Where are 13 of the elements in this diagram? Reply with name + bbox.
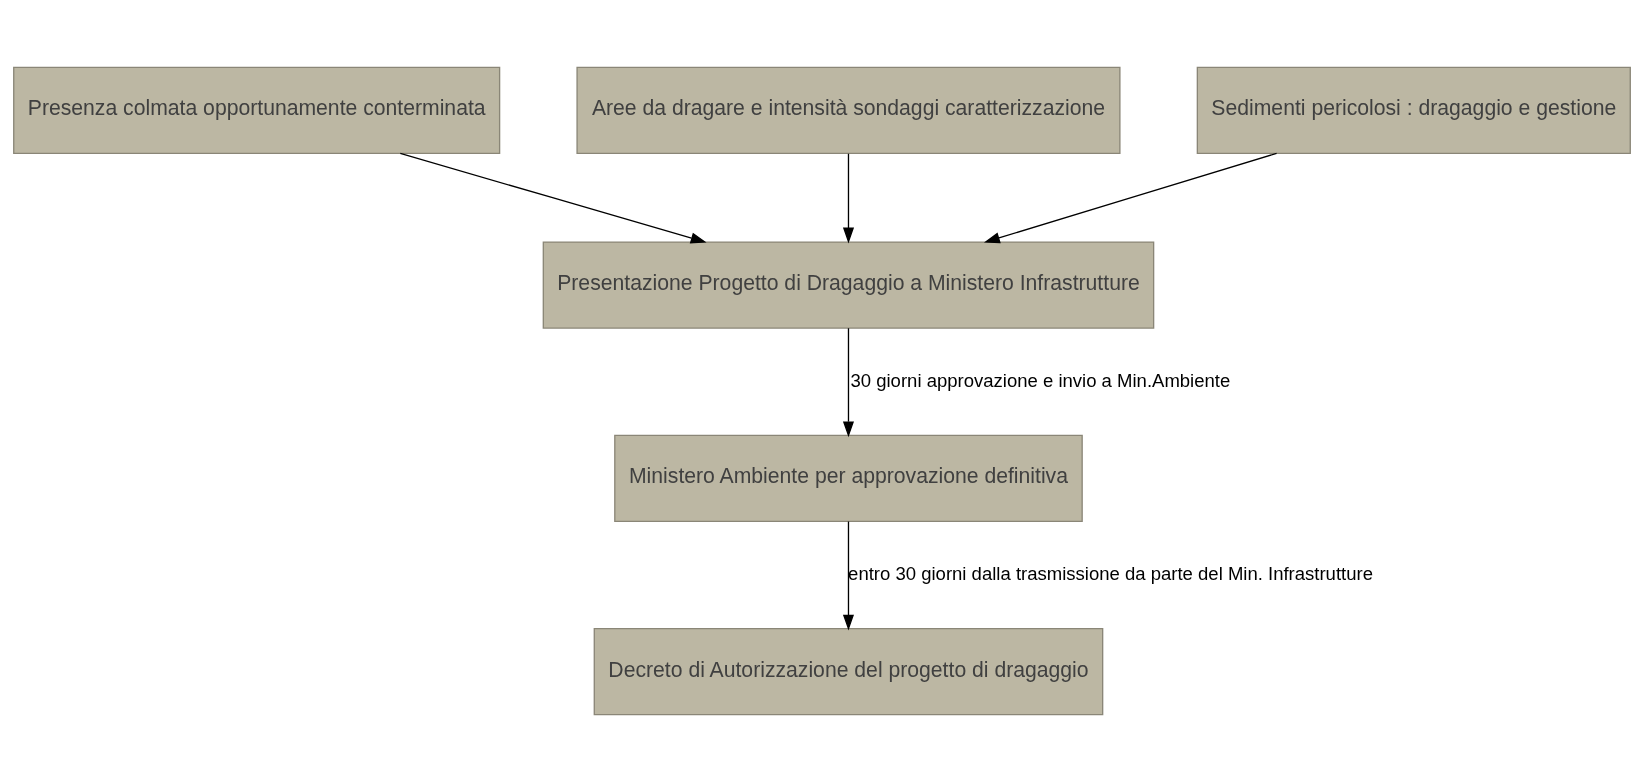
node-box: Presenza colmata opportunamente conterminata (13, 66, 501, 154)
arrow (842, 520, 855, 631)
node-box: Ministero Ambiente per approvazione definitiva (614, 434, 1083, 523)
arrow (842, 153, 855, 244)
arrow (983, 152, 1278, 244)
node-box: Aree da dragare e intensità sondaggi caratterizzazione (576, 66, 1121, 154)
node-box: Sedimenti pericolosi : dragaggio e gestione (1196, 66, 1631, 154)
arrow (399, 152, 707, 244)
edge-label: 30 giorni approvazione e invio a Min.Ambiente (850, 369, 1231, 391)
node-box: Presentazione Progetto di Dragaggio a Ministero Infrastrutture (542, 241, 1155, 329)
arrow (842, 327, 855, 438)
node-box: Decreto di Autorizzazione del progetto di dragaggio (593, 628, 1104, 716)
edge-label: entro 30 giorni dalla trasmissione da parte del Min. Infrastrutture (848, 562, 1373, 584)
